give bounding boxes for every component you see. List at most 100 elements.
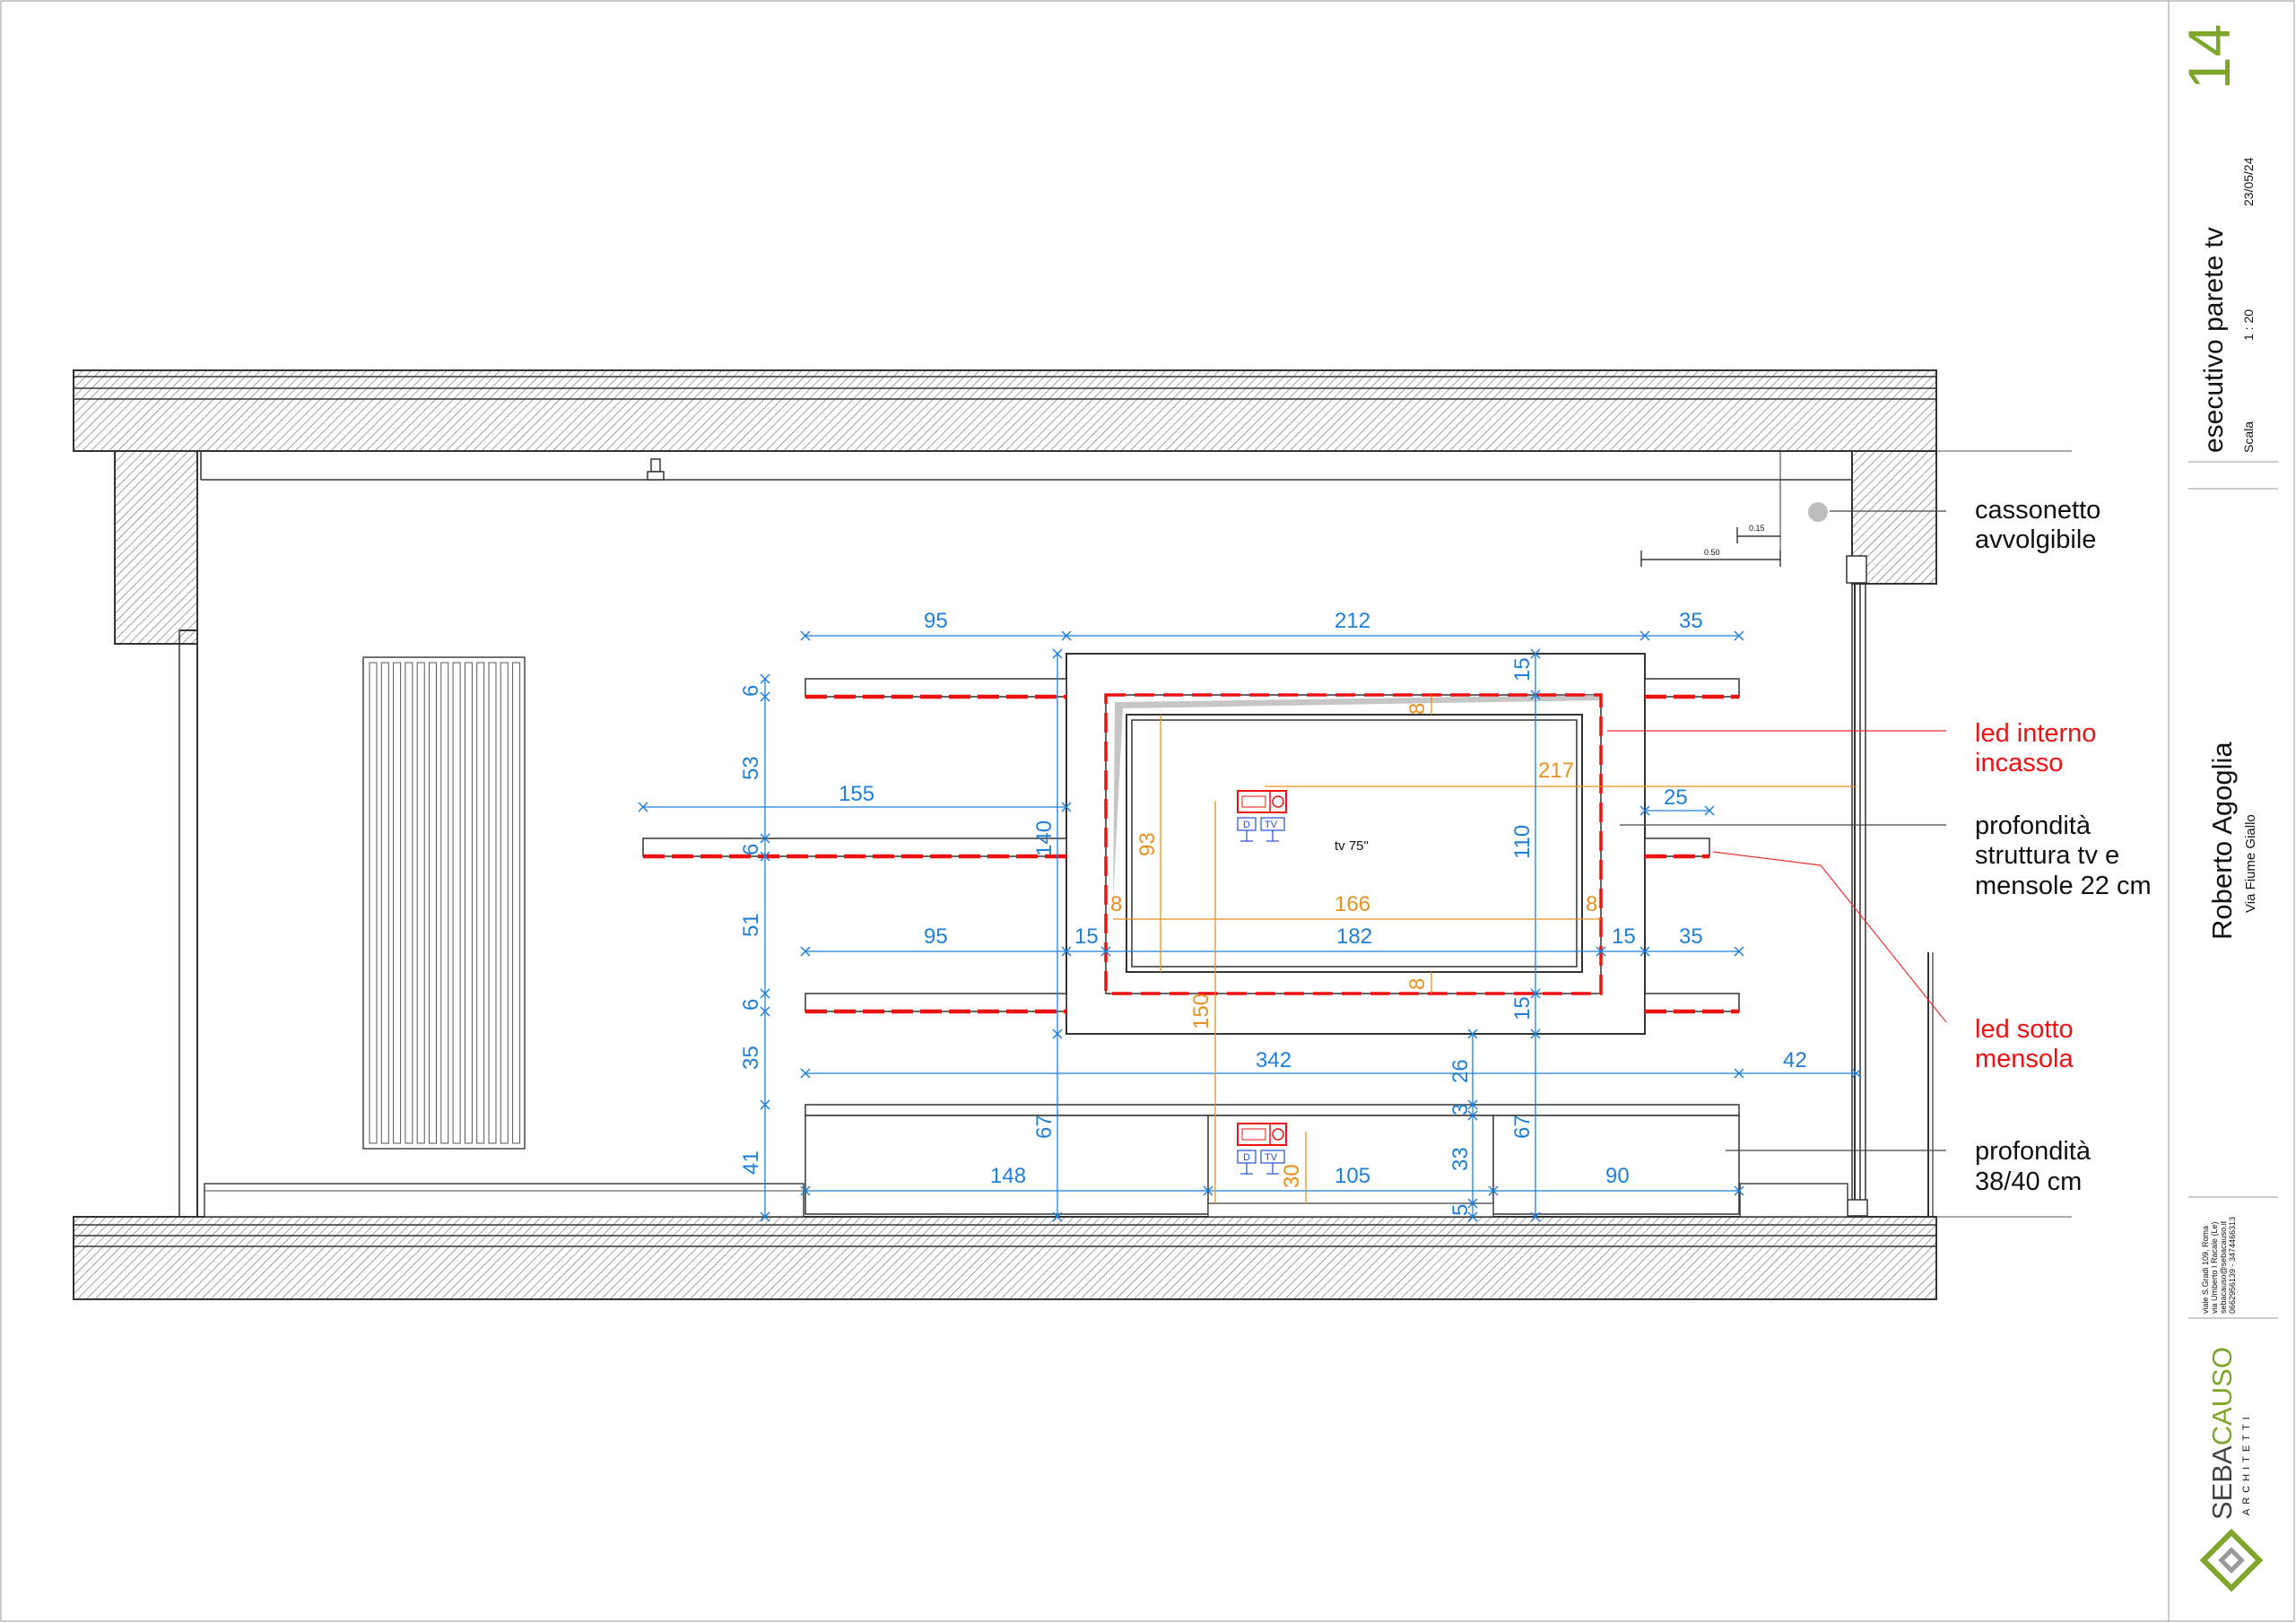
dimension-tick	[1734, 946, 1744, 957]
dim-v-53: 53	[739, 756, 763, 780]
date: 23/05/24	[2241, 157, 2256, 206]
dimension-tick	[760, 851, 770, 862]
dim-v-15b: 15	[1510, 996, 1535, 1020]
dimension-tick	[1530, 988, 1541, 999]
tv-label: tv 75"	[1335, 838, 1369, 854]
radiator-fin	[380, 662, 389, 1144]
firm-logo	[2199, 1528, 2264, 1593]
radiator	[362, 656, 526, 1150]
scale-value: 1 : 20	[2241, 309, 2256, 341]
dim-v-3: 3	[1448, 1104, 1473, 1115]
note-profondita-tv-3: mensole 22 cm	[1975, 872, 2152, 900]
dim-015: 0.15	[1749, 524, 1765, 533]
ceiling-slab	[73, 369, 2072, 452]
tv-75	[1126, 714, 1583, 973]
dimension-tick	[1467, 1028, 1478, 1039]
ceiling-lamp-icon	[647, 458, 665, 481]
dimension-tick	[1467, 1198, 1478, 1209]
dimension-tick	[1734, 1185, 1744, 1196]
dimension-tick	[1052, 1211, 1063, 1222]
dim-h-42: 42	[1783, 1048, 1807, 1072]
note-led-interno-2: incasso	[1975, 749, 2063, 777]
dimension-tick	[760, 1211, 770, 1222]
dimension-ticks	[638, 630, 1862, 1222]
bench-left	[204, 1183, 804, 1218]
dim-o-217: 217	[1538, 759, 1574, 783]
note-cassonetto-2: avvolgibile	[1975, 525, 2096, 554]
radiator-fin	[476, 662, 485, 1144]
dimension-tick	[1488, 1185, 1499, 1196]
blue-dimension-lines	[643, 635, 1857, 1217]
dim-v-33: 33	[1448, 1147, 1473, 1171]
dim-h-155: 155	[839, 782, 874, 806]
dimension-tick	[1851, 1068, 1862, 1079]
dimension-tick	[760, 833, 770, 844]
dimension-tick	[1704, 805, 1715, 816]
dim-v-67a: 67	[1032, 1115, 1057, 1139]
dimension-tick	[1467, 1099, 1478, 1110]
dimension-tick	[760, 988, 770, 999]
dim-o-8-right: 8	[1586, 892, 1597, 916]
dim-bot-105: 105	[1335, 1164, 1370, 1188]
dimension-tick	[800, 630, 811, 641]
client-address: Via Fiume Giallo	[2243, 814, 2258, 913]
dim-o-8-left: 8	[1110, 892, 1122, 916]
radiator-fin	[440, 662, 449, 1144]
office-address-2: via Umberto I Racale (Le)	[2210, 1221, 2219, 1314]
note-cassonetto-1: cassonetto	[1975, 496, 2100, 525]
dimension-tick	[1467, 1110, 1478, 1121]
socket-tv-label-lower: TV	[1265, 1152, 1278, 1163]
dim-v-41: 41	[739, 1150, 763, 1175]
note-profondita-base-2: 38/40 cm	[1975, 1167, 2082, 1196]
dim-o-8-bottom: 8	[1405, 978, 1430, 990]
dimension-tick	[1639, 630, 1650, 641]
dim-v-67b: 67	[1510, 1115, 1535, 1139]
dimension-tick	[1639, 805, 1650, 816]
radiator-fin	[464, 662, 473, 1144]
dim-o-8-top: 8	[1405, 703, 1430, 715]
orange-dimension-lines	[1113, 695, 1601, 1203]
dimension-tick	[1734, 630, 1744, 641]
shelves	[642, 678, 1740, 1012]
dim-bot-90: 90	[1605, 1164, 1630, 1188]
dimension-tick	[1467, 1211, 1478, 1222]
note-profondita-tv-1: profondità	[1975, 812, 2092, 840]
firm-name-part1: SEBA	[2206, 1445, 2238, 1520]
dim-o-93: 93	[1135, 832, 1160, 856]
note-led-interno-1: led interno	[1975, 719, 2096, 748]
dimension-tick	[1052, 648, 1063, 659]
office-phone: 0662956139 - 3474466313	[2228, 1217, 2237, 1314]
dim-mid-15a: 15	[1074, 924, 1099, 949]
dim-o-30: 30	[1280, 1164, 1304, 1188]
dim-mid-182: 182	[1336, 924, 1372, 949]
socket-group-upper: D TV	[1237, 790, 1287, 842]
dimension-tick	[1061, 802, 1072, 812]
dimension-tick	[1530, 1028, 1541, 1039]
dim-v-15a: 15	[1510, 657, 1535, 681]
dim-mid-15b: 15	[1612, 924, 1636, 949]
dim-bot-148: 148	[990, 1164, 1026, 1188]
dimension-tick	[760, 1099, 770, 1110]
dim-top-35: 35	[1679, 609, 1703, 633]
dim-v-6b: 6	[739, 844, 763, 855]
dim-v-110: 110	[1510, 825, 1535, 859]
dimension-tick	[760, 691, 770, 702]
dim-v-26: 26	[1448, 1059, 1473, 1083]
dimension-tick	[760, 673, 770, 684]
bench-right	[1739, 1183, 1848, 1218]
floor-slab	[73, 1216, 2072, 1300]
client-name: Roberto Agoglia	[2206, 742, 2238, 940]
dim-v-5: 5	[1448, 1204, 1473, 1216]
radiator-fin	[500, 662, 509, 1144]
radiator-fin	[512, 662, 521, 1144]
dimension-tick	[1530, 648, 1541, 659]
dimension-tick	[638, 802, 648, 812]
dim-v-51: 51	[739, 913, 763, 937]
scale-label: Scala	[2241, 421, 2256, 453]
dim-v-6c: 6	[739, 999, 763, 1011]
radiator-fin	[429, 662, 437, 1144]
dim-mid-95: 95	[924, 924, 948, 949]
dim-mid-35: 35	[1679, 924, 1703, 949]
